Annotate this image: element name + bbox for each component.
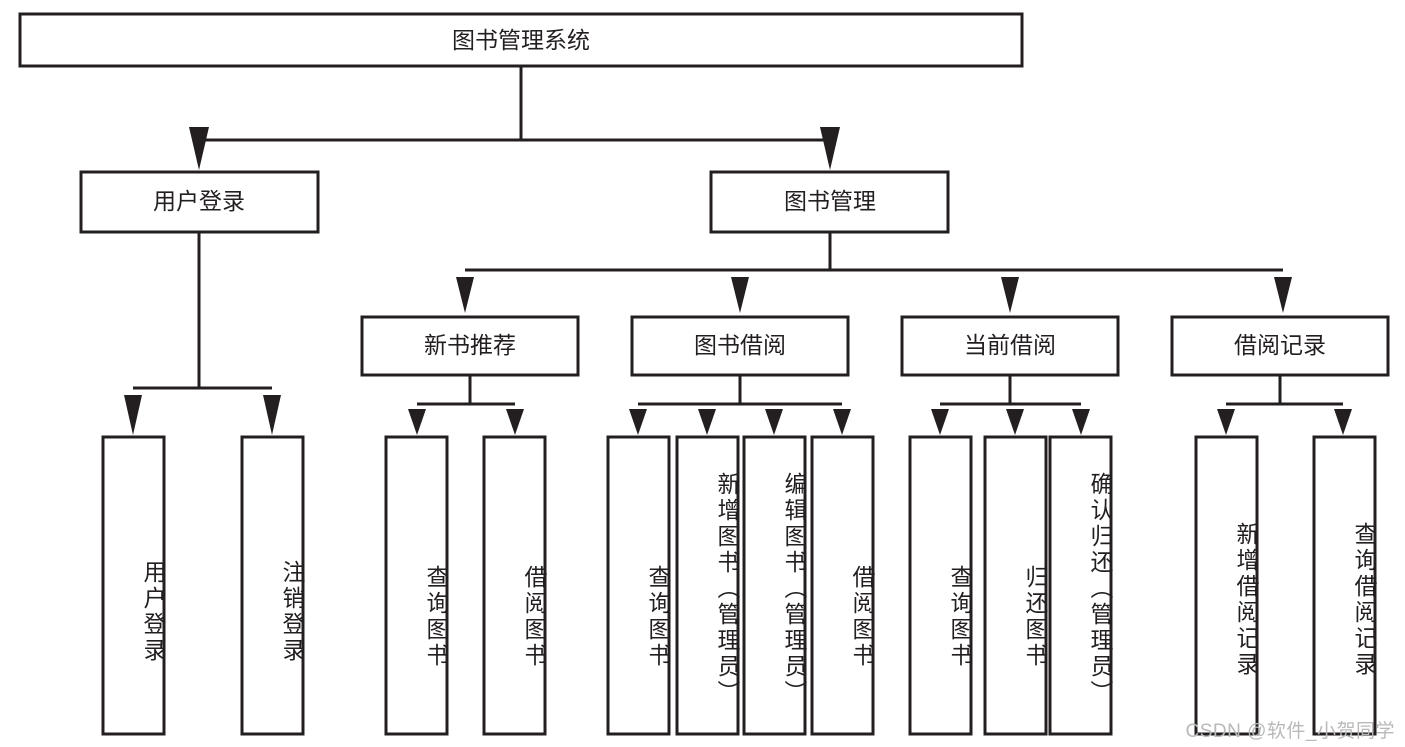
arrow-head-new-book-recommend [456, 277, 474, 313]
node-book-manage-label: 图书管理 [784, 188, 876, 214]
node-user-login-box[interactable] [79, 170, 320, 234]
node-borrow-records-box[interactable] [1170, 315, 1390, 377]
level4-boxes [101, 435, 1377, 736]
node-leaf-query-record-box[interactable] [1312, 435, 1377, 736]
arrow-head-leaf-confirm-return [1072, 409, 1090, 435]
arrow-head-leaf-query-record [1334, 409, 1352, 435]
node-user-login-label: 用户登录 [153, 188, 245, 214]
node-leaf-add-book-box[interactable] [675, 435, 740, 736]
arrow-head-book-borrow [731, 277, 749, 313]
node-leaf-borrow-book-2-box[interactable] [810, 435, 875, 736]
node-leaf-logout-box[interactable] [240, 435, 305, 736]
arrow-head-leaf-query-book-3 [931, 409, 949, 435]
arrow-head-leaf-add-book [698, 409, 716, 435]
arrow-head-leaf-user-login [124, 395, 142, 435]
node-book-manage[interactable]: 图书管理 [709, 170, 950, 234]
arrow-head-leaf-query-book-1 [408, 409, 426, 435]
node-book-borrow-label: 图书借阅 [694, 332, 786, 358]
node-new-book-recommend[interactable]: 新书推荐 [360, 315, 580, 377]
node-leaf-query-book-3-box[interactable] [908, 435, 973, 736]
node-leaf-return-book-box[interactable] [983, 435, 1048, 736]
arrow-head-book-manage [820, 127, 840, 170]
edge-borrowrecords-to-leaves [1217, 375, 1352, 435]
node-borrow-records[interactable]: 借阅记录 [1170, 315, 1390, 377]
node-book-manage-box[interactable] [709, 170, 950, 234]
node-new-book-recommend-label: 新书推荐 [424, 332, 516, 358]
node-leaf-query-book-2-box[interactable] [606, 435, 671, 736]
node-new-book-recommend-box[interactable] [360, 315, 580, 377]
arrow-head-leaf-logout [263, 395, 281, 435]
node-leaf-query-book-1-box[interactable] [384, 435, 449, 736]
node-current-borrow[interactable]: 当前借阅 [900, 315, 1120, 377]
arrow-head-leaf-return-book [1006, 409, 1024, 435]
arrow-head-leaf-borrow-book-2 [833, 409, 851, 435]
edge-bookborrow-to-leaves [629, 375, 851, 435]
node-current-borrow-box[interactable] [900, 315, 1120, 377]
node-leaf-add-record-box[interactable] [1194, 435, 1259, 736]
arrow-head-borrow-records [1274, 277, 1292, 313]
node-leaf-edit-book-box[interactable] [742, 435, 807, 736]
arrow-head-leaf-query-book-2 [629, 409, 647, 435]
edge-root-to-level2 [189, 66, 840, 170]
node-borrow-records-label: 借阅记录 [1234, 332, 1326, 358]
node-root-label: 图书管理系统 [452, 27, 590, 53]
node-leaf-confirm-return-box[interactable] [1048, 435, 1113, 736]
node-current-borrow-label: 当前借阅 [964, 332, 1056, 358]
node-root[interactable]: 图书管理系统 [18, 12, 1024, 68]
arrow-head-leaf-add-record [1217, 409, 1235, 435]
arrow-head-user-login [189, 127, 209, 170]
edge-recommend-to-leaves [408, 375, 524, 435]
node-leaf-user-login-box[interactable] [101, 435, 166, 736]
arrow-head-current-borrow [1001, 277, 1019, 313]
node-book-borrow-box[interactable] [630, 315, 850, 377]
edge-currentborrow-to-leaves [931, 375, 1090, 435]
node-root-box[interactable] [18, 12, 1024, 68]
csdn-watermark: CSDN @软件_小贺同学 [1185, 721, 1395, 742]
node-leaf-borrow-book-1-box[interactable] [482, 435, 547, 736]
edge-bookmanage-to-level3 [456, 232, 1292, 313]
node-book-borrow[interactable]: 图书借阅 [630, 315, 850, 377]
edge-userlogin-to-leaves [124, 232, 281, 435]
node-user-login[interactable]: 用户登录 [79, 170, 320, 234]
arrow-head-leaf-edit-book [765, 409, 783, 435]
arrow-head-leaf-borrow-book-1 [506, 409, 524, 435]
